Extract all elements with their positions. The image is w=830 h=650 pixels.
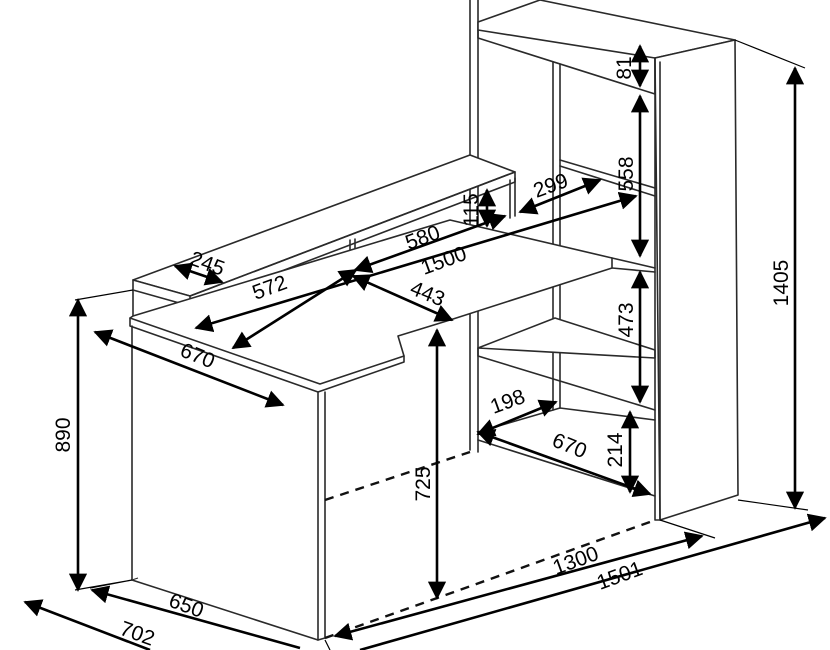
dim-198-label: 198: [487, 385, 528, 419]
dim-1405-label: 1405: [770, 260, 793, 307]
dim-890-label: 890: [52, 417, 75, 452]
dim-299-label: 299: [530, 169, 571, 203]
dim-115-label: 115: [460, 193, 483, 226]
dim-1501-line: [359, 513, 827, 650]
dim-443-line: [351, 274, 454, 322]
dim-81-label: 81: [613, 56, 636, 79]
dim-558-label: 558: [615, 156, 638, 191]
bookcase-tower: [469, 0, 739, 521]
desk-pedestal: [131, 325, 326, 641]
dim-198-line: [476, 399, 558, 437]
dim-245-line: [173, 262, 224, 286]
dim-702-label: 702: [117, 617, 158, 650]
dim-650-line: [90, 585, 301, 650]
dim-1300-line: [333, 531, 704, 641]
dimension-lines: [23, 39, 827, 650]
dim-702-line: [23, 599, 151, 650]
dim-214-label: 214: [604, 432, 627, 467]
dim-473-label: 473: [615, 302, 638, 337]
dim-725-label: 725: [412, 466, 435, 501]
dimension-labels: 81 558 1405 299 115 580 1500 245 572 443…: [52, 56, 793, 650]
dim-670-shelf-label: 670: [549, 429, 590, 463]
hidden-floor-lines: [324, 450, 651, 640]
dim-650-label: 650: [166, 589, 207, 623]
dim-670-desk-line: [93, 329, 285, 408]
